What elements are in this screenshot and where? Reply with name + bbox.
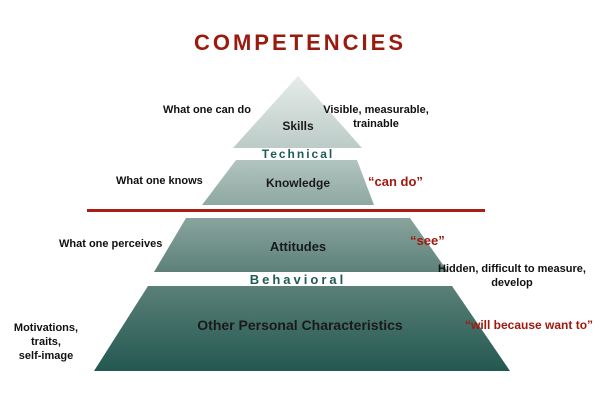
label-motivations: Motivations, traits, self-image — [0, 321, 92, 363]
label-visible-measurable: Visible, measurable, trainable — [316, 103, 436, 131]
label-what-one-knows: What one knows — [116, 175, 203, 187]
label-motivations-line2: self-image — [18, 350, 74, 362]
tier-other-personal-characteristics: Other Personal Characteristics — [197, 317, 403, 333]
attitudes-trapezoid — [154, 218, 448, 272]
quote-see: “see” — [410, 233, 445, 248]
opc-trapezoid — [94, 286, 510, 371]
tier-knowledge: Knowledge — [265, 176, 330, 190]
divider-line — [87, 209, 485, 212]
tier-attitudes: Attitudes — [269, 239, 327, 254]
quote-can-do: “can do” — [368, 174, 423, 189]
page-title: COMPETENCIES — [193, 30, 407, 55]
label-hidden-difficult: Hidden, difficult to measure, develop — [424, 262, 600, 290]
tier-skills: Skills — [282, 119, 314, 133]
label-visible-line1: Visible, measurable, — [323, 104, 429, 116]
quote-will-because-want-to: “will because want to” — [465, 318, 594, 332]
category-behavioral: Behavioral — [249, 272, 347, 287]
label-visible-line2: trainable — [353, 118, 399, 130]
label-what-one-can-do: What one can do — [163, 104, 251, 116]
category-technical: Technical — [261, 147, 335, 161]
label-motivations-line1: Motivations, traits, — [13, 322, 79, 348]
label-hidden-line2: develop — [491, 277, 533, 289]
label-hidden-line1: Hidden, difficult to measure, — [438, 263, 586, 275]
skills-triangle — [233, 76, 362, 148]
knowledge-trapezoid — [202, 160, 374, 205]
label-what-one-perceives: What one perceives — [59, 238, 163, 250]
